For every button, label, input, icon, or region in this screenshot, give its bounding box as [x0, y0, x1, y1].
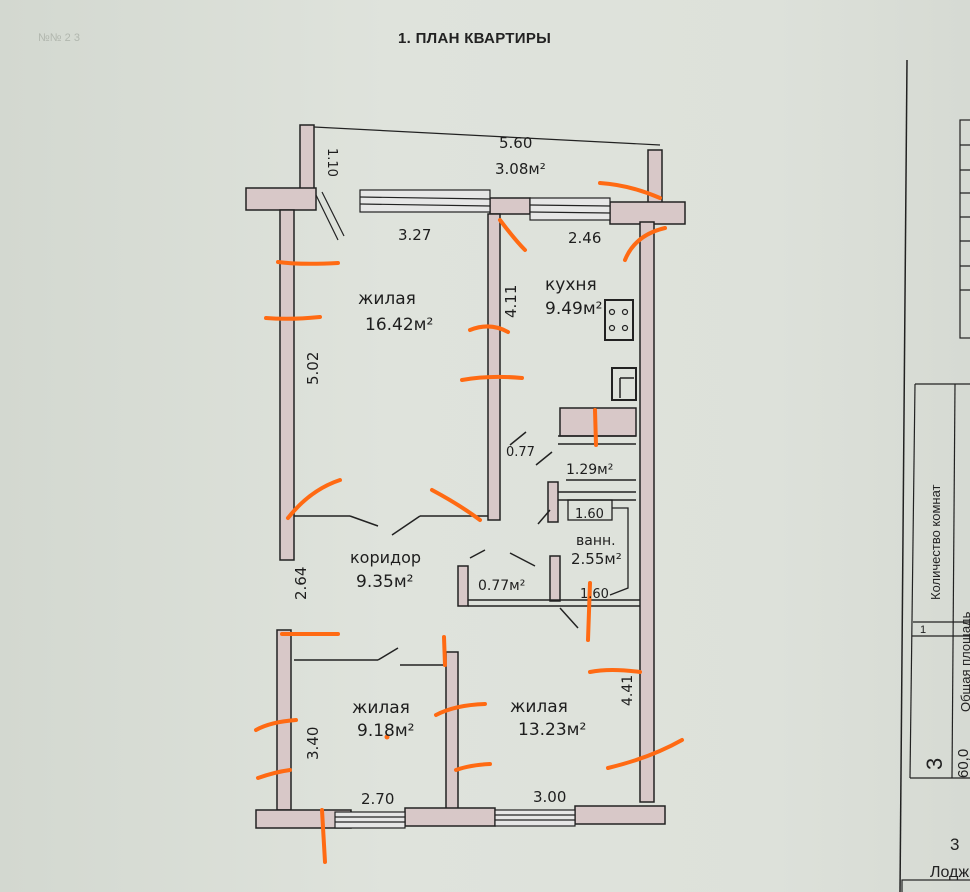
toilet-area: 1.29м² [566, 462, 613, 478]
living1-length: 5.02 [304, 352, 322, 385]
corridor-length: 2.64 [292, 567, 310, 600]
balcony-area: 3.08м² [495, 160, 546, 178]
kitchen-length: 4.11 [502, 285, 520, 318]
stove-icon [608, 308, 629, 332]
kitchen-area: 9.49м² [545, 299, 603, 319]
table-col-number: 1 [920, 624, 926, 636]
faint-header-text: №№ 2 3 [38, 32, 80, 44]
living3-length: 4.41 [620, 675, 636, 706]
bath-name: ванн. [576, 533, 616, 549]
annotation-marks [254, 181, 684, 864]
page-border-line [899, 59, 908, 892]
living3-area: 13.23м² [518, 720, 586, 740]
balcony-depth: 1.10 [324, 148, 339, 177]
living1-width: 3.27 [398, 226, 431, 244]
table-section-number: 3 [950, 835, 959, 854]
windows [334, 189, 611, 829]
bath-length: 1.60 [580, 587, 609, 602]
closet1-area: 0.77 [506, 445, 535, 460]
plan-labels: 5.60 3.08м² 1.10 3.27 жилая 16.42м² 5.02… [292, 134, 636, 808]
top-right-grid [959, 119, 970, 339]
walls [245, 124, 686, 829]
living2-length: 3.40 [304, 727, 322, 760]
living1-area: 16.42м² [365, 315, 433, 335]
living3-width: 3.00 [533, 788, 566, 806]
partitions [294, 299, 640, 666]
table-row-value: 60,0 [955, 749, 970, 778]
table-col1-header: Количество комнат [928, 484, 943, 600]
corridor-name: коридор [350, 548, 421, 567]
closet2-area: 0.77м² [478, 578, 525, 594]
table-loggia-label: Лодж [930, 864, 969, 881]
balcony-outline [313, 126, 661, 241]
living2-width: 2.70 [361, 790, 394, 808]
balcony-width: 5.60 [499, 134, 532, 152]
bath-width: 1.60 [575, 507, 604, 522]
living2-area: 9.18м² [357, 721, 415, 741]
annotation-dot [384, 734, 390, 740]
living1-name: жилая [358, 289, 416, 309]
table-rooms-count: 3 [922, 758, 947, 770]
corridor-area: 9.35м² [356, 572, 414, 592]
side-table-text: Количество комнат Общая площадь 1 3 60,0… [920, 484, 970, 881]
page-title: 1. ПЛАН КВАРТИРЫ [398, 30, 552, 47]
bath-area: 2.55м² [571, 550, 622, 568]
kitchen-name: кухня [545, 275, 597, 295]
kitchen-width: 2.46 [568, 229, 601, 247]
living2-name: жилая [352, 698, 410, 718]
living3-name: жилая [510, 697, 568, 717]
side-table-grid [901, 383, 970, 892]
table-col2-header: Общая площадь [958, 611, 970, 712]
